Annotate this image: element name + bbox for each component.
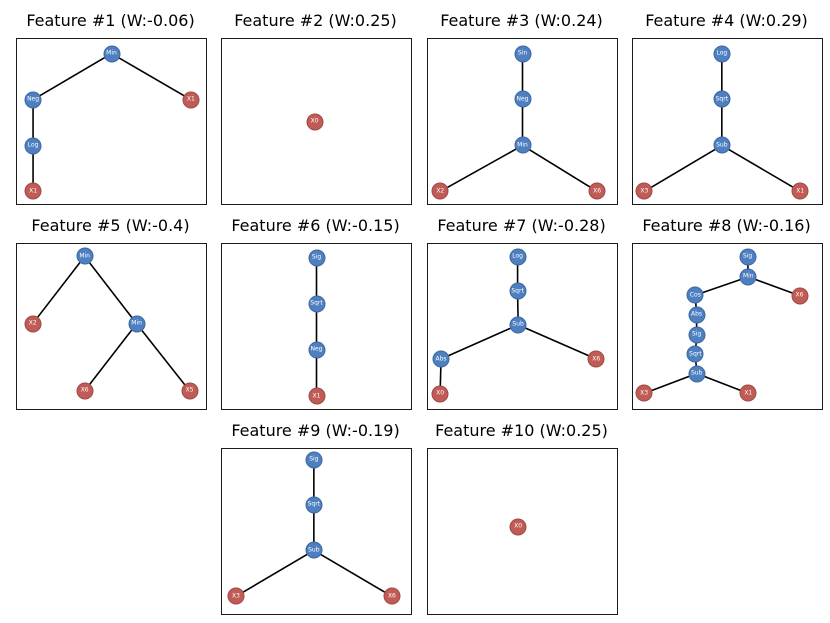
- terminal-node-x3: X3: [227, 587, 245, 605]
- tree-edge: [440, 324, 519, 360]
- tree-edge: [643, 372, 697, 395]
- tree-edge: [721, 144, 801, 193]
- operator-node-sub: Sub: [688, 365, 706, 383]
- operator-node-min: Min: [103, 45, 120, 63]
- tree-edges-layer: [439, 53, 598, 193]
- operator-node-neg: Neg: [24, 91, 42, 109]
- operator-node-min: Min: [128, 315, 146, 333]
- terminal-node-x0: X0: [509, 518, 527, 536]
- operator-node-abs: Abs: [432, 350, 450, 368]
- terminal-node-x1: X1: [182, 91, 200, 109]
- operator-node-neg: Neg: [514, 90, 531, 108]
- subplot-title-feature-8: Feature #8 (W:-0.16): [642, 216, 811, 235]
- terminal-node-x2: X2: [24, 315, 42, 333]
- operator-node-sig: Sig: [739, 248, 757, 266]
- tree-edge: [235, 549, 315, 598]
- terminal-node-x6: X6: [76, 382, 94, 400]
- subplot-axes-feature-2: X0: [221, 38, 412, 205]
- subplot-title-feature-4: Feature #4 (W:0.29): [645, 11, 808, 30]
- operator-node-min: Min: [76, 247, 94, 265]
- terminal-node-x3: X3: [635, 384, 653, 402]
- terminal-node-x3: X3: [635, 182, 653, 200]
- tree-edges-layer: [643, 53, 801, 193]
- terminal-node-x1: X1: [739, 384, 757, 402]
- terminal-node-x6: X6: [587, 350, 605, 368]
- tree-edge: [32, 255, 86, 325]
- terminal-node-x5: X5: [181, 382, 199, 400]
- tree-edges-layer: [643, 256, 800, 395]
- operator-node-log: Log: [24, 137, 42, 155]
- operator-node-sig: Sig: [305, 451, 323, 469]
- operator-node-sig: Sig: [308, 249, 325, 267]
- tree-edge: [695, 276, 749, 296]
- operator-node-min: Min: [739, 268, 757, 286]
- operator-node-log: Log: [509, 248, 527, 266]
- tree-edge: [696, 372, 749, 395]
- tree-edges-layer: [32, 255, 191, 392]
- tree-edge: [84, 323, 138, 392]
- tree-edge: [748, 276, 800, 297]
- tree-edge: [136, 323, 191, 392]
- operator-node-sub: Sub: [305, 541, 323, 559]
- operator-node-sqrt: Sqrt: [308, 295, 325, 313]
- subplot-axes-feature-10: X0: [427, 448, 618, 615]
- subplot-title-feature-5: Feature #5 (W:-0.4): [31, 216, 190, 235]
- subplot-title-feature-6: Feature #6 (W:-0.15): [231, 216, 400, 235]
- operator-node-sig: Sig: [688, 326, 706, 344]
- operator-node-sqrt: Sqrt: [713, 90, 731, 108]
- subplot-title-feature-2: Feature #2 (W:0.25): [234, 11, 397, 30]
- subplot-title-feature-10: Feature #10 (W:0.25): [435, 421, 608, 440]
- tree-edge: [313, 549, 393, 598]
- terminal-node-x1: X1: [791, 182, 809, 200]
- tree-edge: [643, 144, 723, 193]
- operator-node-sqrt: Sqrt: [686, 345, 704, 363]
- tree-edges-layer: [32, 52, 192, 192]
- subplot-title-feature-1: Feature #1 (W:-0.06): [26, 11, 195, 30]
- terminal-node-x2: X2: [431, 182, 449, 200]
- tree-edges-layer: [235, 459, 393, 598]
- operator-node-sub: Sub: [713, 136, 731, 154]
- tree-edge: [439, 144, 523, 193]
- subplot-title-feature-3: Feature #3 (W:0.24): [440, 11, 603, 30]
- operator-node-sqrt: Sqrt: [305, 496, 323, 514]
- operator-node-min: Min: [514, 136, 531, 154]
- subplot-title-feature-7: Feature #7 (W:-0.28): [437, 216, 606, 235]
- operator-node-sin: Sin: [514, 45, 531, 63]
- tree-edge: [84, 255, 138, 325]
- tree-edge: [522, 144, 598, 193]
- tree-edge: [32, 52, 112, 101]
- operator-node-cos: Cos: [686, 286, 704, 304]
- terminal-node-x0: X0: [306, 113, 324, 130]
- operator-node-sub: Sub: [509, 316, 527, 334]
- terminal-node-x6: X6: [588, 182, 606, 200]
- operator-node-abs: Abs: [688, 306, 705, 324]
- terminal-node-x6: X6: [791, 287, 808, 305]
- terminal-node-x6: X6: [383, 587, 401, 605]
- tree-edges-layer: [315, 257, 318, 397]
- terminal-node-x1: X1: [308, 387, 325, 405]
- operator-node-sqrt: Sqrt: [509, 282, 527, 300]
- operator-node-log: Log: [713, 45, 731, 63]
- tree-edge: [517, 324, 597, 360]
- terminal-node-x1: X1: [24, 182, 42, 200]
- subplot-title-feature-9: Feature #9 (W:-0.19): [231, 421, 400, 440]
- terminal-node-x0: X0: [431, 385, 449, 403]
- operator-node-neg: Neg: [308, 341, 325, 359]
- tree-edge: [111, 52, 192, 101]
